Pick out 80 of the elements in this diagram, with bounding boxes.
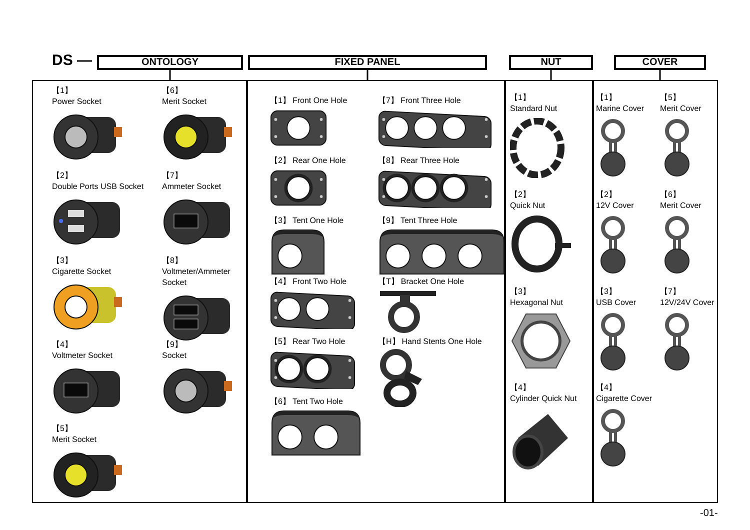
item-number: 【4】: [596, 382, 616, 393]
product-name: Hand Stents One Hole: [402, 336, 482, 347]
item-number: 【8】: [162, 255, 182, 266]
product-name: 12V Cover: [596, 200, 634, 211]
series-code: DS —: [52, 53, 92, 68]
item-number: 【7】: [378, 95, 398, 106]
category-panel: [505, 80, 593, 503]
item-number: 【2】: [52, 170, 72, 181]
item-number: 【1】: [52, 85, 72, 96]
category-header: [509, 55, 593, 70]
item-number: 【3】: [510, 286, 530, 297]
product-name: USB Cover: [596, 297, 636, 308]
category-title: ONTOLOGY: [141, 58, 199, 68]
product-name: Hexagonal Nut: [510, 297, 563, 308]
item-number: 【2】: [596, 189, 616, 200]
product-name: Cigarette Cover: [596, 393, 652, 404]
item-number: 【6】: [270, 396, 290, 407]
item-number: 【3】: [596, 286, 616, 297]
product-name: Ammeter Socket: [162, 181, 222, 192]
connector-line: [366, 70, 368, 80]
product-name: Bracket One Hole: [400, 276, 464, 287]
product-name: Rear One Hole: [292, 155, 346, 166]
category-panel: [247, 80, 505, 503]
item-number: 【H】: [378, 336, 400, 347]
item-number: 【3】: [52, 255, 72, 266]
product-name: Power Socket: [52, 96, 102, 107]
item-number: 【4】: [52, 339, 72, 350]
product-name: Double Ports USB Socket: [52, 181, 144, 192]
product-name: Cigarette Socket: [52, 266, 112, 277]
item-number: 【9】: [162, 339, 182, 350]
product-name: Voltmeter Socket: [52, 350, 112, 361]
category-title: FIXED PANEL: [334, 58, 400, 68]
product-name: Tent One Hole: [292, 215, 344, 226]
product-name: Front One Hole: [292, 95, 348, 106]
category-panel: [593, 80, 718, 503]
item-number: 【6】: [162, 85, 182, 96]
connector-line: [169, 70, 171, 80]
product-name: Quick Nut: [510, 200, 546, 211]
item-number: 【2】: [510, 189, 530, 200]
product-name: Merit Socket: [162, 96, 206, 107]
connector-line: [659, 70, 661, 80]
item-number: 【5】: [660, 92, 680, 103]
item-number: 【9】: [378, 215, 398, 226]
product-name: Standard Nut: [510, 103, 558, 114]
category-header: [248, 55, 487, 70]
product-name: Merit Cover: [660, 200, 702, 211]
item-number: 【1】: [270, 95, 290, 106]
product-name: Cylinder Quick Nut: [510, 393, 577, 404]
category-header: [97, 55, 243, 70]
item-number: 【2】: [270, 155, 290, 166]
item-number: 【1】: [596, 92, 616, 103]
product-name: Tent Two Hole: [292, 396, 343, 407]
product-name: Rear Two Hole: [292, 336, 346, 347]
product-name: Front Two Hole: [292, 276, 347, 287]
item-number: 【6】: [660, 189, 680, 200]
item-number: 【7】: [660, 286, 680, 297]
item-number: 【7】: [162, 170, 182, 181]
item-number: 【T】: [378, 276, 399, 287]
category-panel: [32, 80, 247, 503]
category-header: [614, 55, 706, 70]
category-title: COVER: [642, 58, 678, 68]
product-name: Front Three Hole: [400, 95, 461, 106]
item-number: 【4】: [510, 382, 530, 393]
product-name: Merit Socket: [52, 434, 96, 445]
item-number: 【3】: [270, 215, 290, 226]
product-name: Marine Cover: [596, 103, 644, 114]
product-name: Merit Cover: [660, 103, 702, 114]
product-name: 12V/24V Cover: [660, 297, 714, 308]
item-number: 【8】: [378, 155, 398, 166]
item-number: 【5】: [270, 336, 290, 347]
item-number: 【5】: [52, 423, 72, 434]
page-number: -01-: [700, 509, 718, 519]
product-name: Voltmeter/Ammeter Socket: [162, 266, 232, 288]
product-name: Tent Three Hole: [400, 215, 458, 226]
category-title: NUT: [540, 58, 562, 68]
item-number: 【4】: [270, 276, 290, 287]
connector-line: [550, 70, 552, 80]
product-name: Socket: [162, 350, 186, 361]
product-name: Rear Three Hole: [400, 155, 460, 166]
item-number: 【1】: [510, 92, 530, 103]
